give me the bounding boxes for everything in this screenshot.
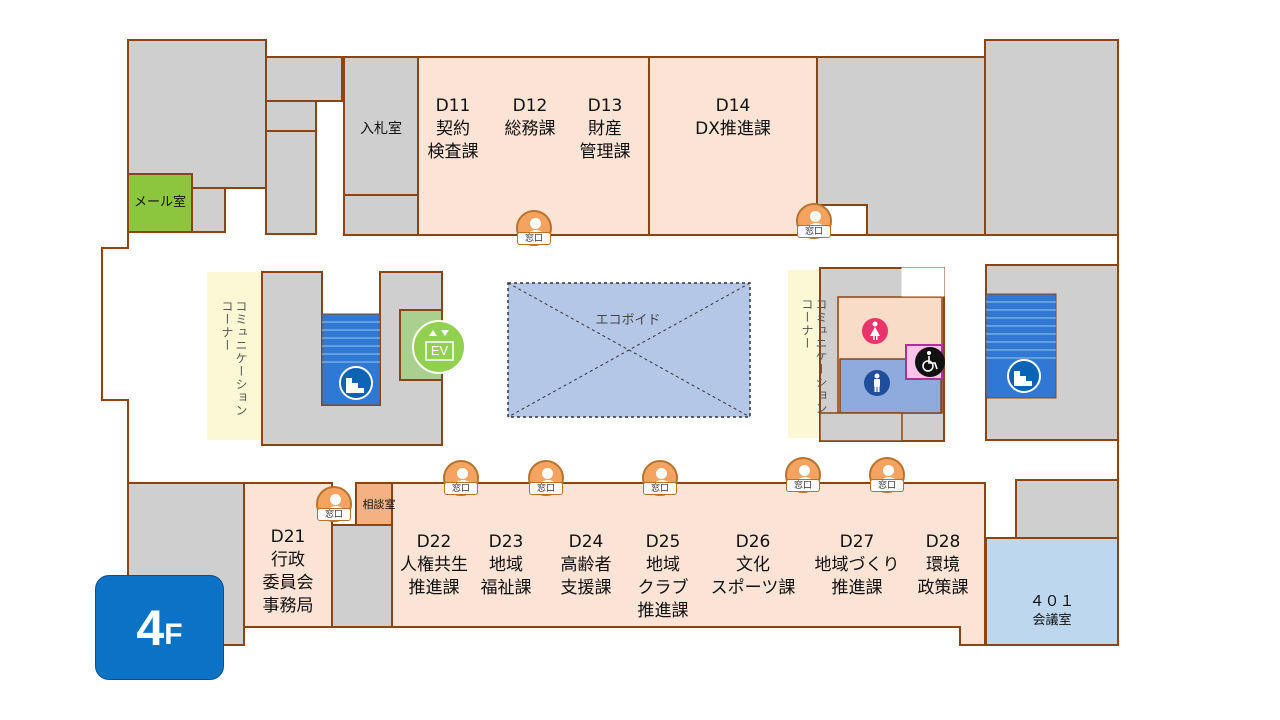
consultation-room-label: 相談室: [362, 498, 396, 511]
dept-d23-code: D23: [488, 532, 524, 552]
dept-d13-name: 財産 管理課: [579, 119, 631, 162]
bidding-room-label: 入札室: [360, 121, 402, 137]
service-block-nw: [127, 39, 267, 189]
dept-d26-name: 文化 スポーツ課: [710, 555, 796, 598]
mens-restroom-icon: [864, 370, 890, 396]
office-d22-d28[interactable]: [391, 482, 986, 646]
dept-d14-code: D14: [715, 96, 751, 116]
service-window-icon[interactable]: 窓口: [528, 460, 564, 496]
dept-d26-code: D26: [735, 532, 771, 552]
dept-d23-name: 地域 福祉課: [480, 555, 532, 598]
dept-d27-name: 地域づくり 推進課: [814, 555, 900, 598]
mail-room-label: メール室: [133, 195, 186, 210]
service-window-icon[interactable]: 窓口: [316, 486, 352, 522]
conference-room-number: ４０１: [1029, 592, 1075, 610]
service-small-5: [343, 194, 419, 236]
floor-number: 4: [136, 599, 165, 656]
service-small-9: [331, 524, 393, 628]
service-small-7: [819, 412, 903, 442]
dept-d21-code: D21: [270, 527, 306, 547]
stairs-icon-right: [1007, 359, 1041, 393]
conference-room-label: 会議室: [1032, 613, 1072, 628]
eco-void-label: エコボイド: [595, 313, 661, 328]
service-window-icon[interactable]: 窓口: [796, 203, 832, 239]
service-window-icon[interactable]: 窓口: [516, 210, 552, 246]
community-corner-right-label: コミュニケーション コーナー: [800, 298, 828, 415]
community-corner-left-label: コミュニケーション コーナー: [220, 300, 248, 417]
womens-restroom-icon: [862, 318, 888, 344]
accessible-toilet-icon: [915, 347, 945, 377]
mail-room[interactable]: [127, 173, 193, 233]
service-small-2: [265, 56, 343, 102]
dept-d22-name: 人権共生 推進課: [400, 555, 468, 598]
bidding-room[interactable]: [343, 56, 419, 196]
dept-d12-name: 総務課: [504, 119, 556, 139]
dept-d12-code: D12: [512, 96, 548, 116]
office-d11-d13[interactable]: [417, 56, 650, 236]
dept-d11-name: 契約 検査課: [427, 119, 479, 162]
conference-room-401[interactable]: [985, 537, 1119, 646]
service-window-icon[interactable]: 窓口: [642, 460, 678, 496]
service-block-ne-2: [984, 39, 1119, 236]
office-d14[interactable]: [648, 56, 818, 236]
dept-d22-code: D22: [416, 532, 452, 552]
dept-d11-code: D11: [435, 96, 471, 116]
service-window-icon[interactable]: 窓口: [785, 457, 821, 493]
stairs-icon-left: [339, 366, 373, 400]
eco-void-cross-2: [507, 282, 751, 418]
service-small-4: [265, 130, 317, 235]
dept-d27-code: D27: [839, 532, 875, 552]
dept-d24-name: 高齢者 支援課: [560, 555, 612, 598]
stairs-left-steps: [322, 321, 380, 363]
dept-d21-name: 行政 委員会 事務局: [262, 550, 314, 616]
service-small-3: [265, 100, 317, 132]
dept-d25-code: D25: [645, 532, 681, 552]
service-window-icon[interactable]: 窓口: [869, 457, 905, 493]
elevator-label: EV: [430, 343, 449, 358]
community-corner-left: [207, 272, 261, 440]
stairs-right-steps: [986, 301, 1056, 359]
dept-d24-code: D24: [568, 532, 604, 552]
service-window-icon[interactable]: 窓口: [443, 460, 479, 496]
dept-d13-code: D13: [587, 96, 623, 116]
floor-unit: F: [164, 617, 183, 651]
dept-d28-code: D28: [925, 532, 961, 552]
service-small-1: [191, 187, 226, 233]
dept-d25-name: 地域 クラブ 推進課: [637, 555, 689, 621]
service-block-se: [1015, 479, 1119, 539]
service-small-8: [901, 267, 945, 297]
elevator-icon: [412, 320, 466, 374]
dept-d28-name: 環境 政策課: [917, 555, 969, 598]
dept-d14-name: DX推進課: [695, 119, 771, 139]
